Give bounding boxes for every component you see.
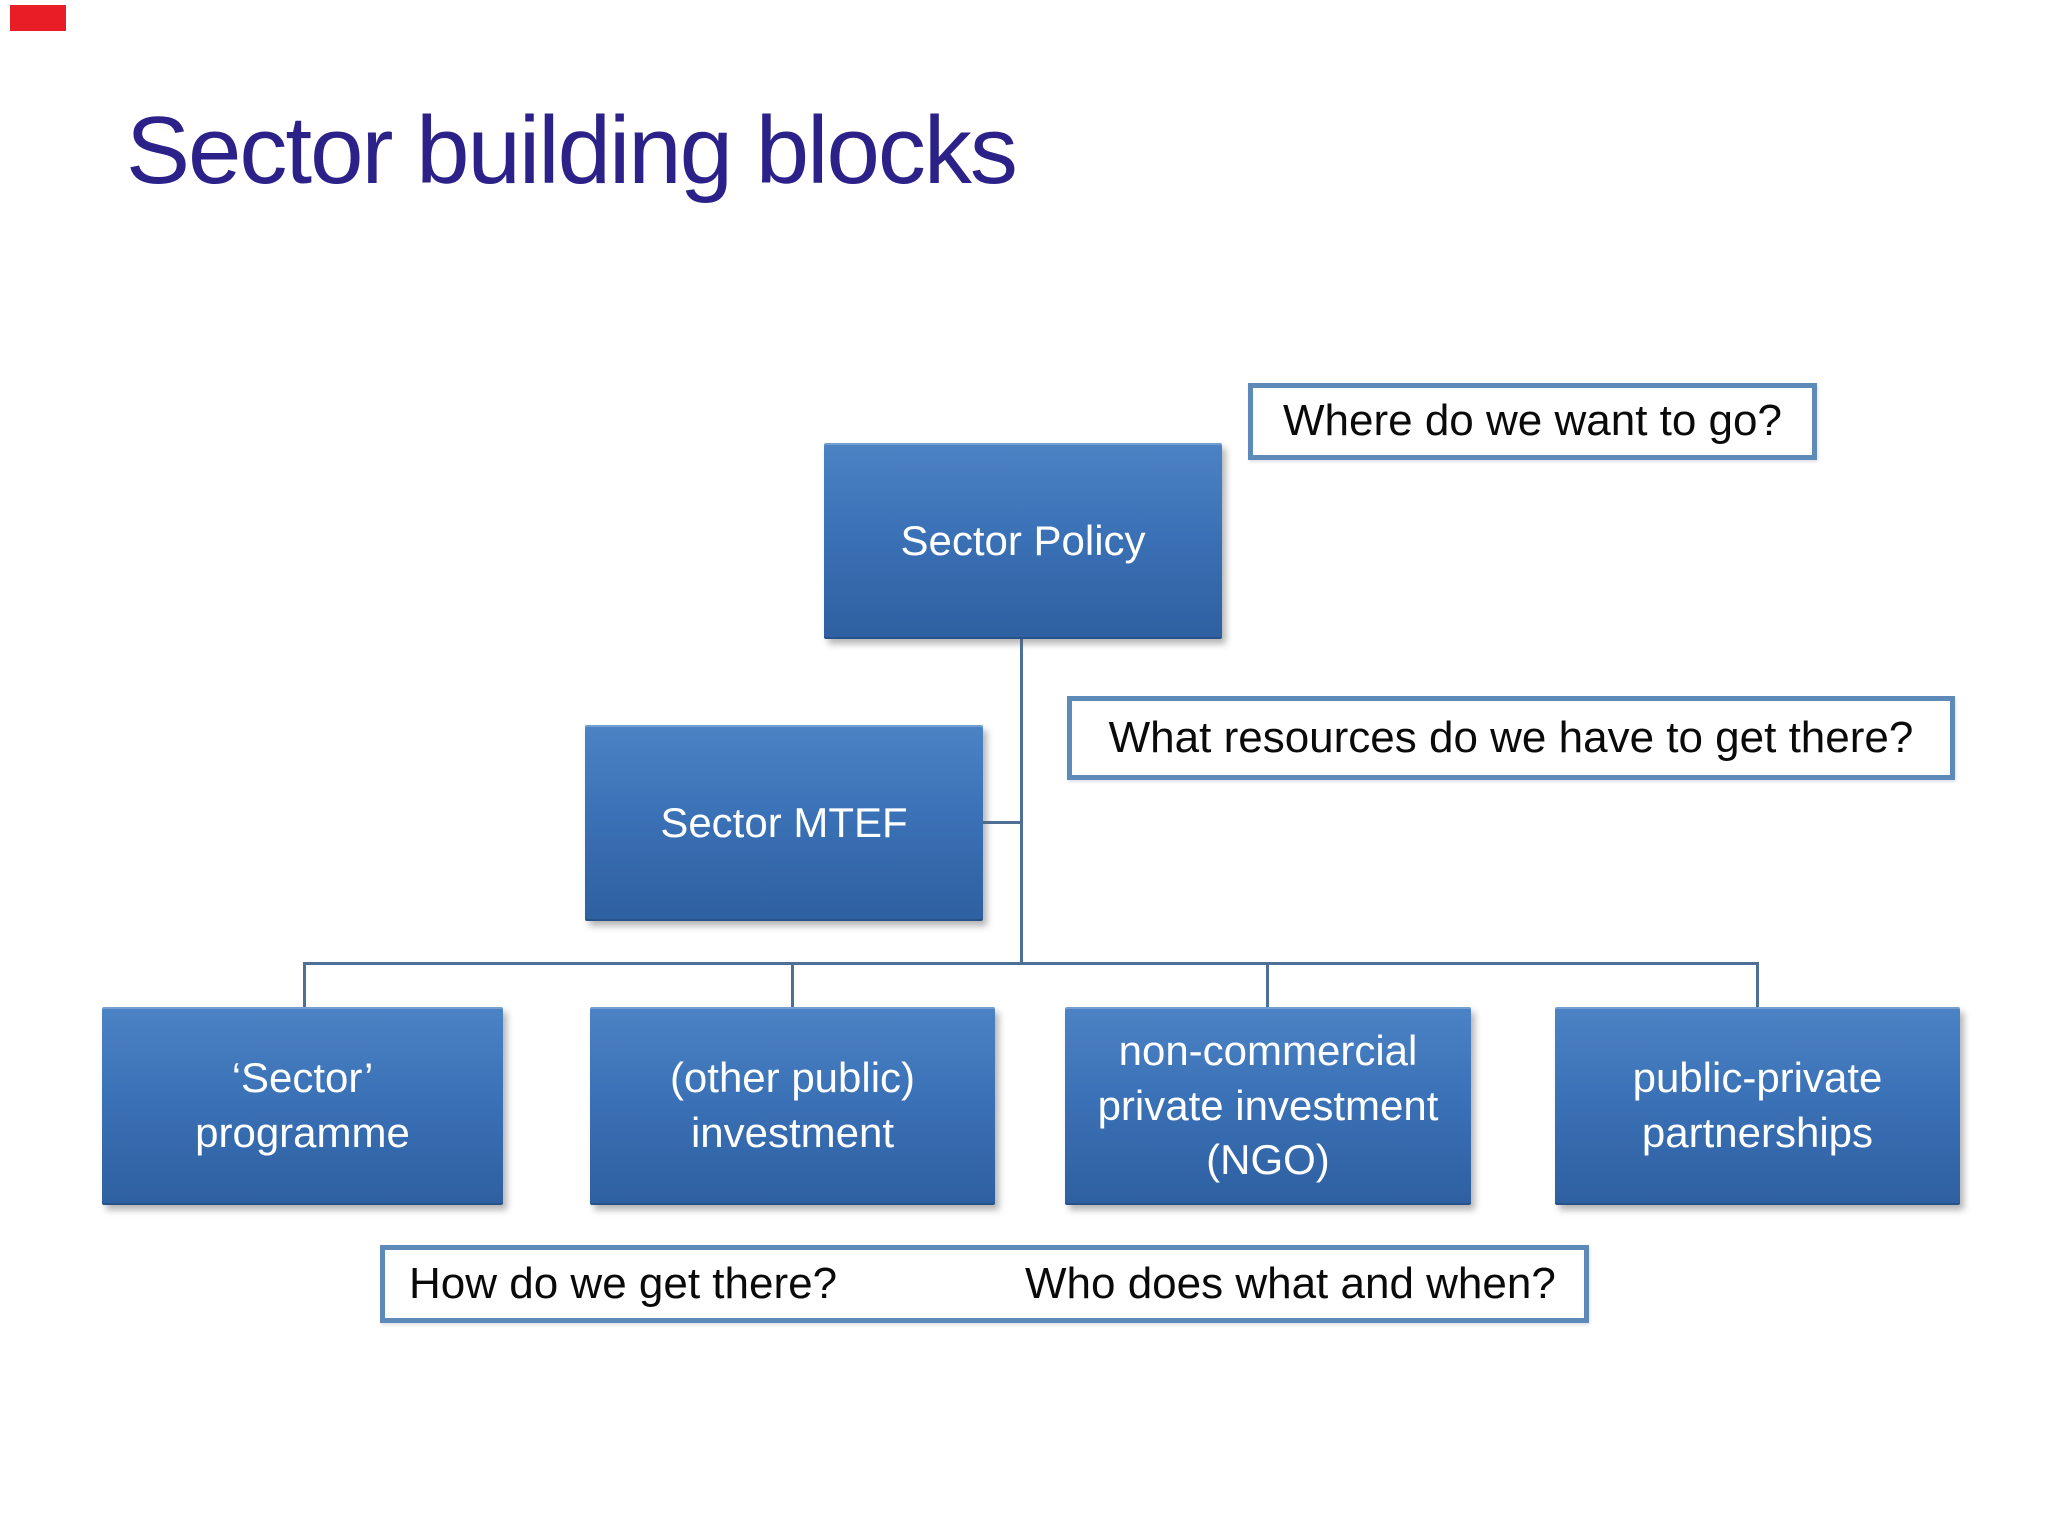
connector-stub-sector-programme	[303, 962, 306, 1008]
node-sector-mtef: Sector MTEF	[585, 725, 983, 921]
node-sector-mtef-label: Sector MTEF	[660, 798, 908, 846]
callout-where-do-we-want-to-go: Where do we want to go?	[1248, 383, 1817, 460]
connector-policy-vertical	[1020, 639, 1023, 965]
node-other-public-investment-label: (other public) investment	[669, 1054, 916, 1156]
node-non-commercial-private-investment: non-commercial private investment (NGO)	[1065, 1007, 1471, 1205]
connector-row-horizontal	[303, 962, 1759, 965]
node-public-private-partnerships-label: public-private partnerships	[1632, 1054, 1883, 1156]
red-marker	[10, 5, 66, 31]
slide-title: Sector building blocks	[126, 97, 1018, 204]
callout-how-text: How do we get there?	[409, 1258, 838, 1308]
callout-what-resources: What resources do we have to get there?	[1067, 696, 1955, 780]
callout-where-text: Where do we want to go?	[1283, 396, 1782, 446]
connector-mtef-stub	[983, 821, 1022, 824]
node-non-commercial-private-investment-label: non-commercial private investment (NGO)	[1097, 1027, 1439, 1184]
callout-what-resources-text: What resources do we have to get there?	[1108, 712, 1914, 762]
node-sector-programme-label: ‘Sector’ programme	[195, 1054, 410, 1156]
node-public-private-partnerships: public-private partnerships	[1555, 1007, 1960, 1205]
connector-stub-non-commercial	[1266, 962, 1269, 1008]
node-sector-policy: Sector Policy	[824, 443, 1222, 639]
connector-stub-other-public	[791, 962, 794, 1008]
node-sector-policy-label: Sector Policy	[900, 516, 1146, 564]
connector-stub-public-private	[1756, 962, 1759, 1008]
node-other-public-investment: (other public) investment	[590, 1007, 995, 1205]
callout-how-and-who: How do we get there? Who does what and w…	[380, 1245, 1589, 1323]
callout-who-text: Who does what and when?	[1025, 1258, 1556, 1308]
node-sector-programme: ‘Sector’ programme	[102, 1007, 503, 1205]
